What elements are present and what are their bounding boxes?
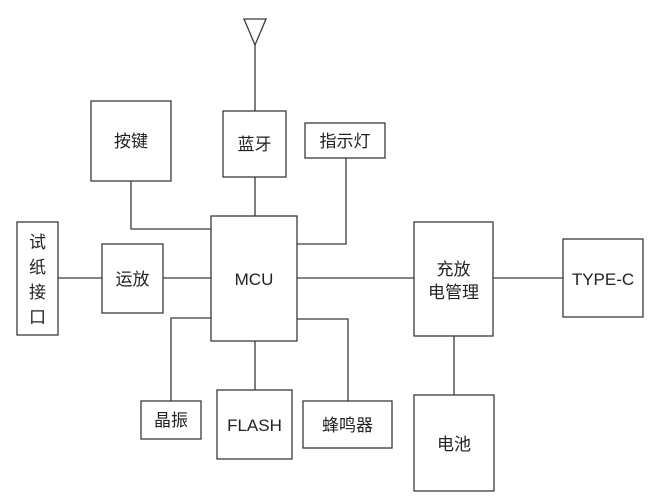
test-strip-label-line-1: 试 [29,233,46,253]
crystal-label: 晶振 [154,411,188,431]
battery-block: 电池 [413,394,495,492]
crystal-block: 晶振 [140,400,202,440]
test-strip-label-line-3: 接 [29,283,46,303]
charge-management-block: 充放 电管理 [413,221,494,337]
charge-management-label-line-2: 电管理 [428,283,479,303]
bluetooth-label: 蓝牙 [238,135,272,155]
edge-buzzer-mcu [297,318,349,401]
bluetooth-block: 蓝牙 [222,110,287,178]
typec-label: TYPE-C [572,270,634,289]
opamp-block: 运放 [101,243,164,314]
antenna-icon [243,18,267,47]
typec-block: TYPE-C [562,238,644,318]
keys-block: 按键 [90,100,172,182]
edge-crystal-mcu [170,317,211,401]
keys-label: 按键 [114,132,148,152]
opamp-label: 运放 [116,270,150,290]
test-strip-label-line-4: 口 [29,308,46,328]
battery-label: 电池 [437,435,471,455]
mcu-block: MCU [210,215,298,342]
flash-label: FLASH [227,416,282,435]
buzzer-label: 蜂鸣器 [322,416,373,436]
test-strip-label-line-2: 纸 [29,258,46,278]
charge-management-label-line-1: 充放 [437,260,471,280]
edge-keys-mcu [130,181,211,230]
mcu-label: MCU [235,270,274,289]
indicator-block: 指示灯 [304,122,386,159]
indicator-label: 指示灯 [320,132,371,152]
buzzer-block: 蜂鸣器 [302,400,393,449]
edge-indicator-mcu [297,158,347,245]
connections [58,45,563,401]
test-strip-block: 试 纸 接 口 [16,221,59,336]
flash-block: FLASH [216,389,293,460]
